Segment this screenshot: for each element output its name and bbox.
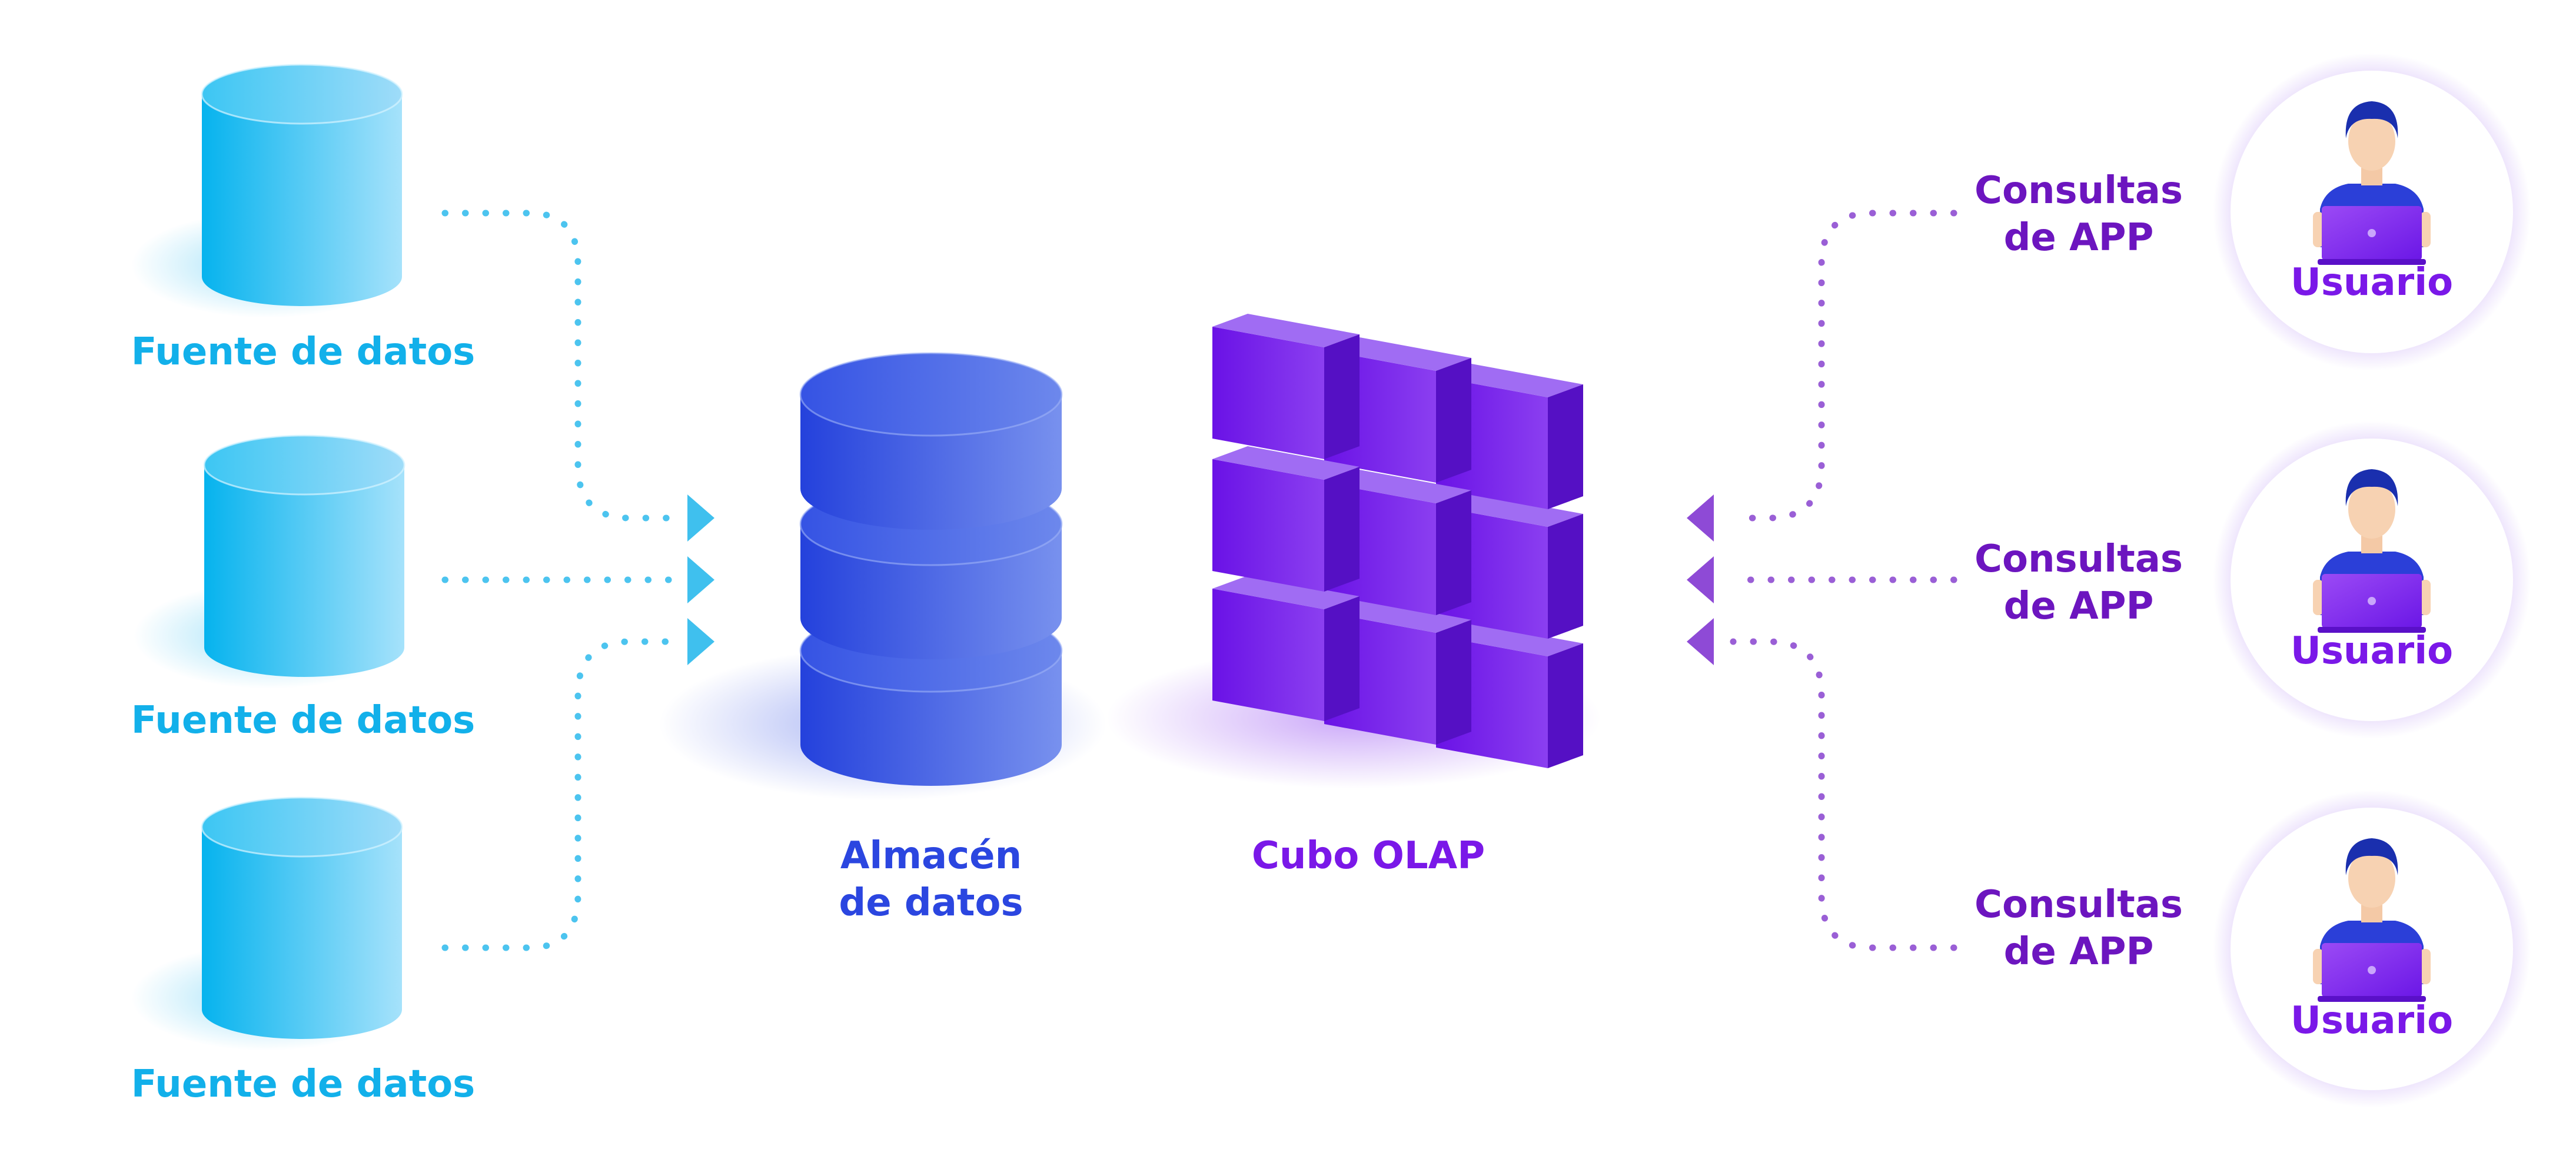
arrow-left-icon	[1687, 556, 1714, 603]
user-avatar-icon	[2213, 790, 2531, 1108]
query-label-line1: Consultas	[1975, 169, 2183, 213]
connector-top	[1730, 210, 1957, 522]
outbound-arrows	[1687, 494, 1714, 665]
database-icon	[130, 64, 403, 319]
arrow-left-icon	[1687, 494, 1714, 542]
query-label-1: Consultas de APP	[1975, 167, 2183, 261]
user-label-3: Usuario	[2290, 999, 2454, 1042]
query-connectors	[1730, 210, 1957, 951]
olap-cube-label: Cubo OLAP	[1251, 834, 1485, 878]
olap-cube	[1106, 314, 1601, 789]
query-label-3: Consultas de APP	[1975, 881, 2183, 975]
warehouse-label: Almacén de datos	[839, 832, 1023, 927]
user-2	[2213, 421, 2531, 739]
user-label-2: Usuario	[2290, 629, 2454, 673]
database-icon	[132, 434, 405, 690]
user-avatar-icon	[2213, 53, 2531, 371]
query-label-line2: de APP	[2003, 930, 2154, 974]
source-label-3: Fuente de datos	[131, 1063, 476, 1106]
query-label-line1: Consultas	[1975, 537, 2183, 581]
user-3	[2213, 790, 2531, 1108]
source-label-2: Fuente de datos	[131, 699, 476, 742]
arrow-right-icon	[687, 494, 714, 542]
source-label-1: Fuente de datos	[131, 330, 476, 374]
connector-bottom	[1730, 638, 1957, 951]
arrow-left-icon	[1687, 618, 1714, 665]
arrow-right-icon	[687, 618, 714, 665]
warehouse-label-line2: de datos	[839, 881, 1023, 925]
user-1	[2213, 53, 2531, 371]
source-3	[130, 796, 403, 1052]
connector-top	[441, 210, 674, 522]
source-2	[132, 434, 405, 690]
user-label-1: Usuario	[2290, 261, 2454, 304]
source-connectors	[441, 210, 674, 951]
database-icon	[130, 796, 403, 1052]
inbound-arrows	[687, 494, 714, 665]
connector-bottom	[441, 638, 674, 951]
warehouse-label-line1: Almacén	[840, 834, 1022, 878]
query-label-line1: Consultas	[1975, 883, 2183, 927]
source-1	[130, 64, 403, 319]
query-label-line2: de APP	[2003, 216, 2154, 260]
query-label-line2: de APP	[2003, 585, 2154, 628]
query-label-2: Consultas de APP	[1975, 536, 2183, 630]
user-avatar-icon	[2213, 421, 2531, 739]
data-warehouse	[659, 352, 1106, 801]
arrow-right-icon	[687, 556, 714, 603]
